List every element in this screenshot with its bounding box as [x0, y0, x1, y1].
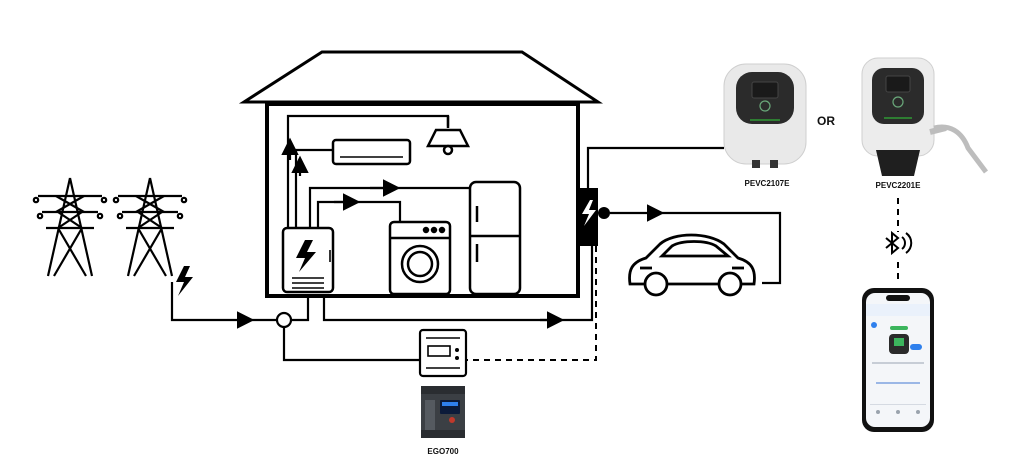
wallbox-charger-icon: [861, 57, 988, 176]
or-separator: OR: [817, 114, 835, 128]
wallbox-charger-icon: [723, 63, 807, 168]
washing-machine-icon: [388, 220, 452, 296]
charger-a-label: PEVC2107E: [745, 179, 791, 188]
electric-car-icon: [628, 233, 756, 297]
grid-wire: [170, 246, 594, 362]
ego700-controller: [421, 386, 465, 438]
charger-wiring: [466, 146, 782, 361]
controller-label: EGO700: [427, 447, 459, 456]
home-battery-icon: [281, 226, 335, 294]
lightning-icon: [176, 266, 193, 296]
pylon-icon: [112, 177, 188, 277]
refrigerator-icon: [468, 180, 522, 296]
ev-supply-box: [578, 188, 610, 246]
energy-meter-icon: [418, 328, 468, 378]
ceiling-lamp-icon: [425, 116, 471, 156]
smartphone-icon: [862, 288, 934, 432]
pylon-icon: [32, 177, 108, 277]
bluetooth-icon: [885, 230, 913, 256]
charger-b-label: PEVC2201E: [876, 181, 922, 190]
air-conditioner-icon: [331, 138, 412, 166]
